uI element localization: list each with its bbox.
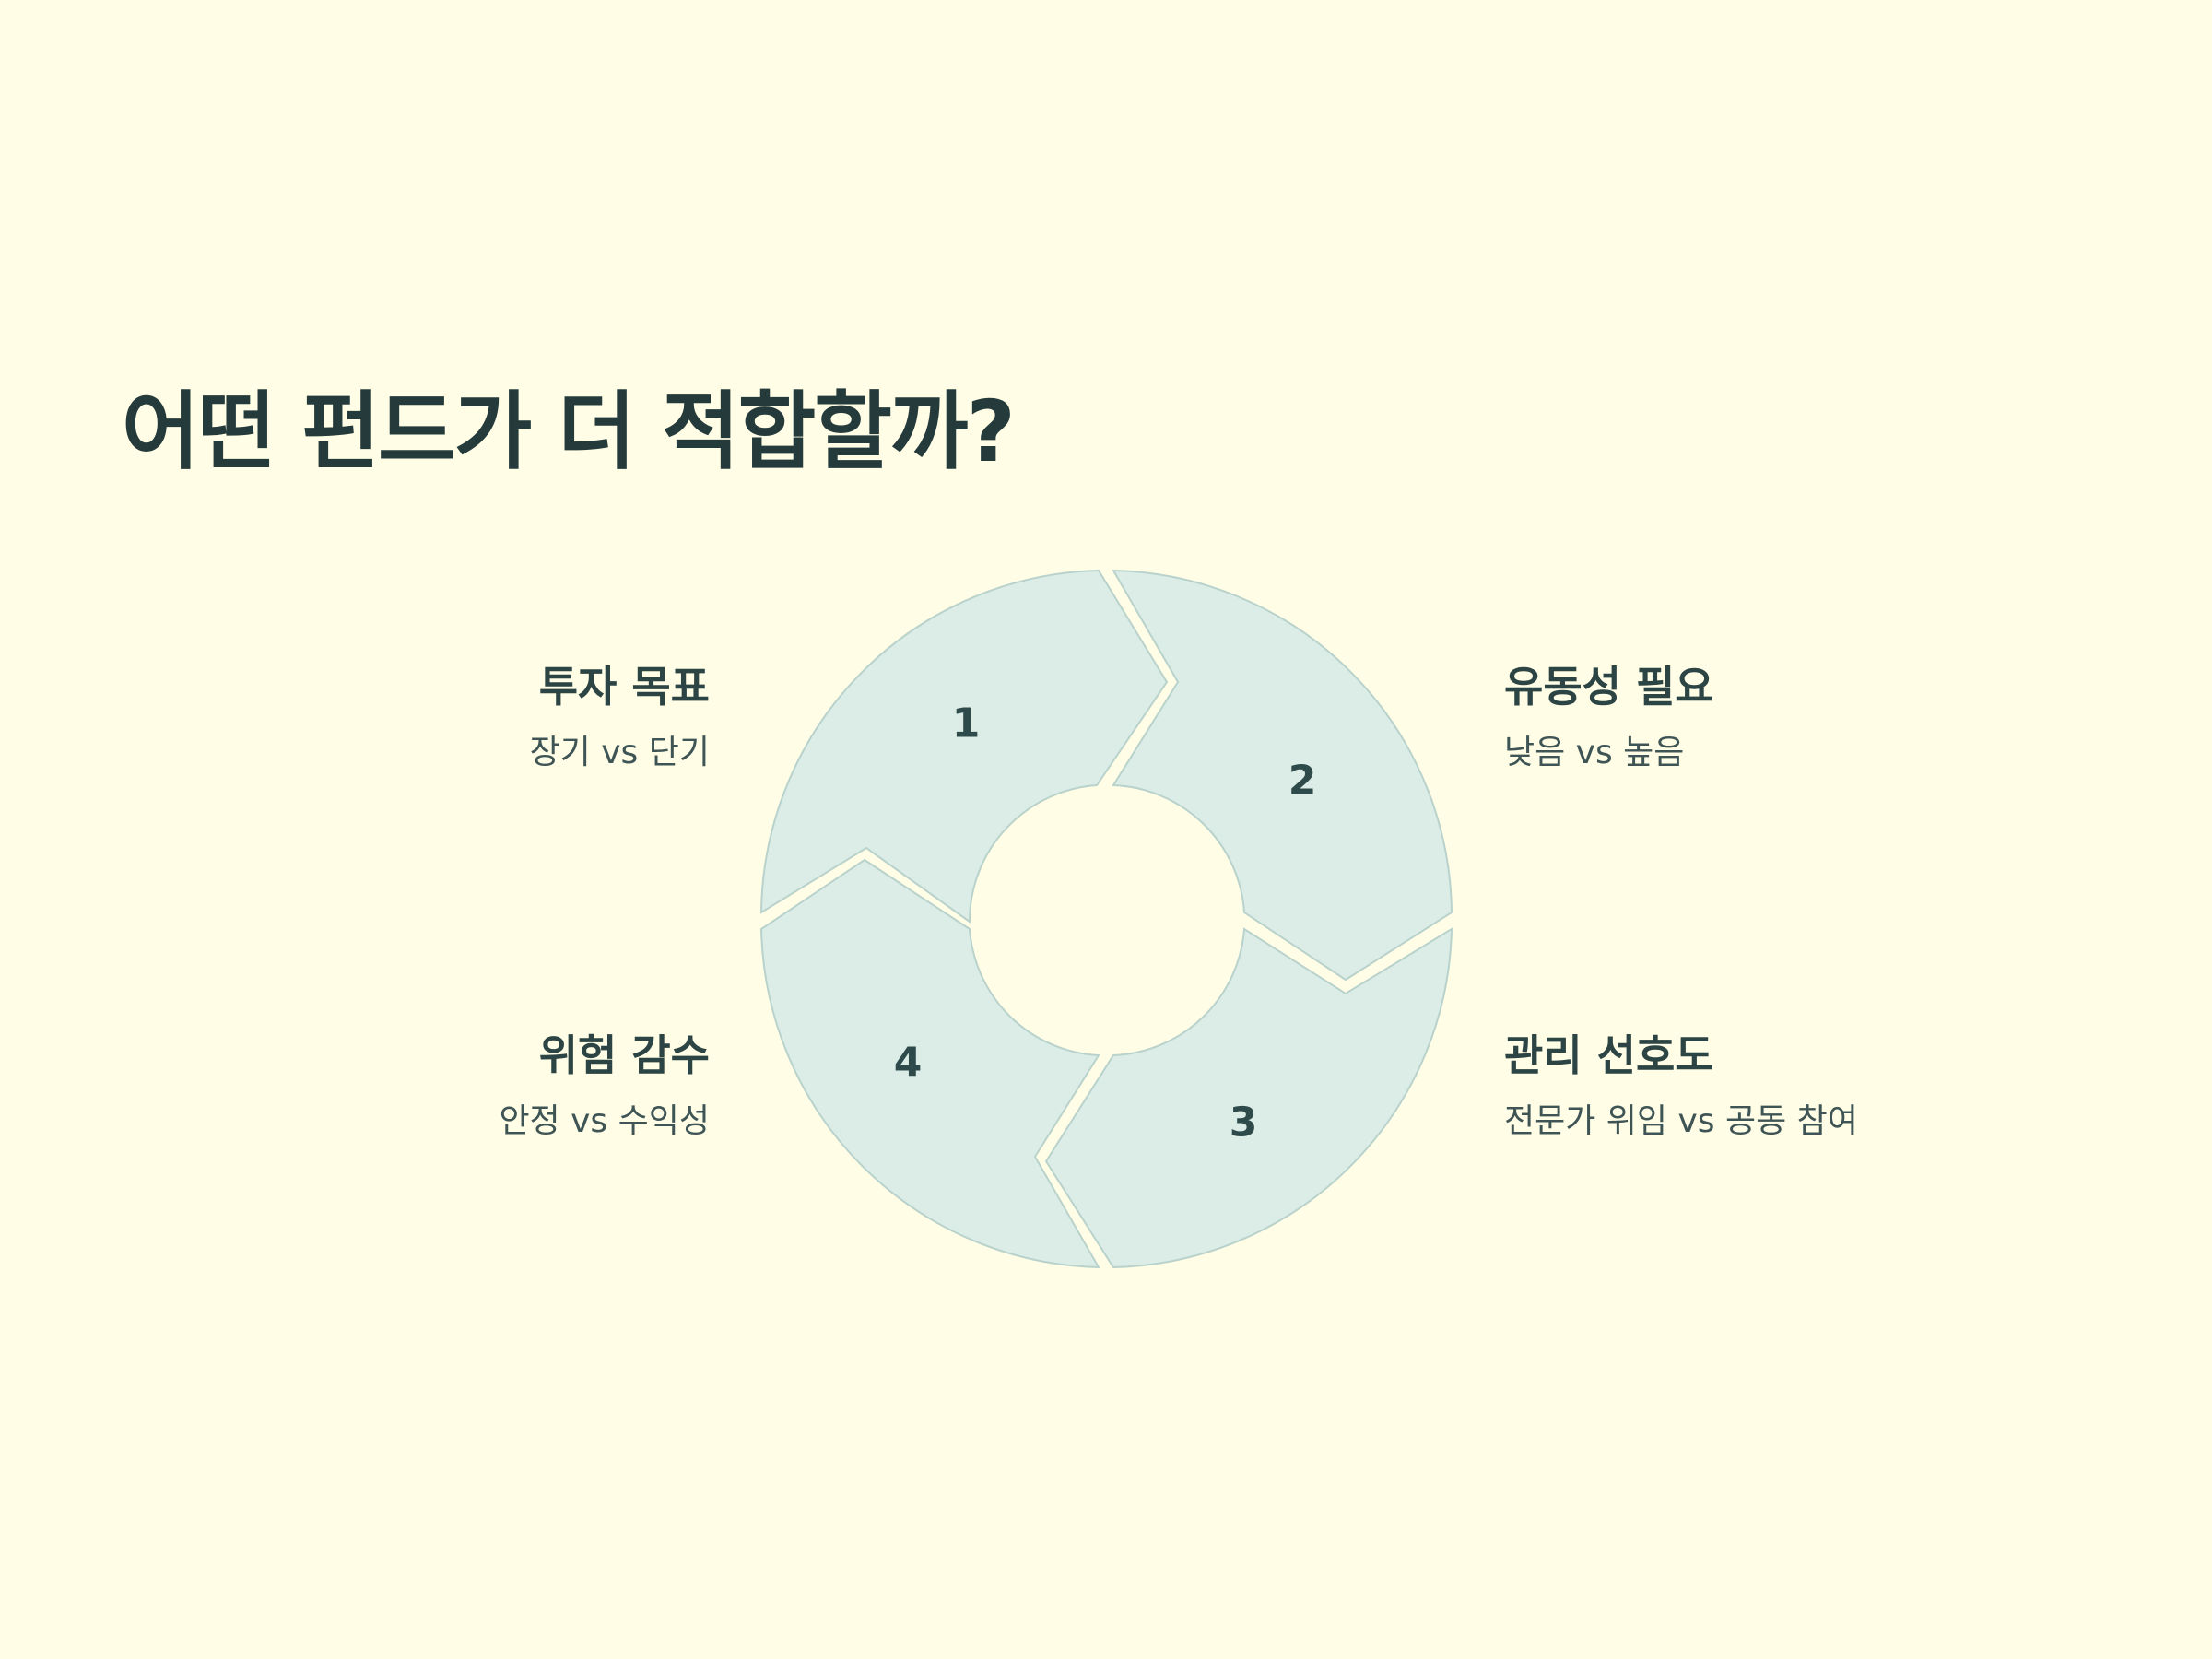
label-liquidity-need: 유동성 필요 낮음 vs 높음 — [1504, 662, 2020, 772]
cycle-segment-4 — [759, 858, 1100, 1269]
segment-number-2: 2 — [1288, 758, 1317, 805]
cycle-segment-2 — [1112, 569, 1453, 982]
label-title: 유동성 필요 — [1504, 662, 1714, 712]
label-description: 낮음 vs 높음 — [1504, 734, 1685, 772]
label-description: 전문가 위임 vs 공동 참여 — [1504, 1102, 1858, 1141]
label-title: 위험 감수 — [538, 1030, 710, 1080]
cycle-diagram: 1 2 3 4 — [759, 569, 1453, 1269]
label-investment-goal: 투자 목표 장기 vs 단기 — [194, 662, 710, 772]
cycle-segment-1 — [759, 569, 1169, 924]
segment-number-3: 3 — [1230, 1100, 1258, 1147]
segment-number-4: 4 — [894, 1040, 923, 1087]
label-management-preference: 관리 선호도 전문가 위임 vs 공동 참여 — [1504, 1030, 2020, 1141]
cycle-segment-3 — [1044, 927, 1453, 1269]
segment-number-1: 1 — [952, 700, 981, 747]
label-description: 장기 vs 단기 — [529, 734, 710, 772]
label-title: 투자 목표 — [538, 662, 710, 712]
label-title: 관리 선호도 — [1504, 1030, 1714, 1080]
page-title: 어떤 펀드가 더 적합할까? — [122, 382, 1016, 481]
label-risk-tolerance: 위험 감수 안정 vs 수익성 — [194, 1030, 710, 1141]
label-description: 안정 vs 수익성 — [499, 1102, 710, 1141]
